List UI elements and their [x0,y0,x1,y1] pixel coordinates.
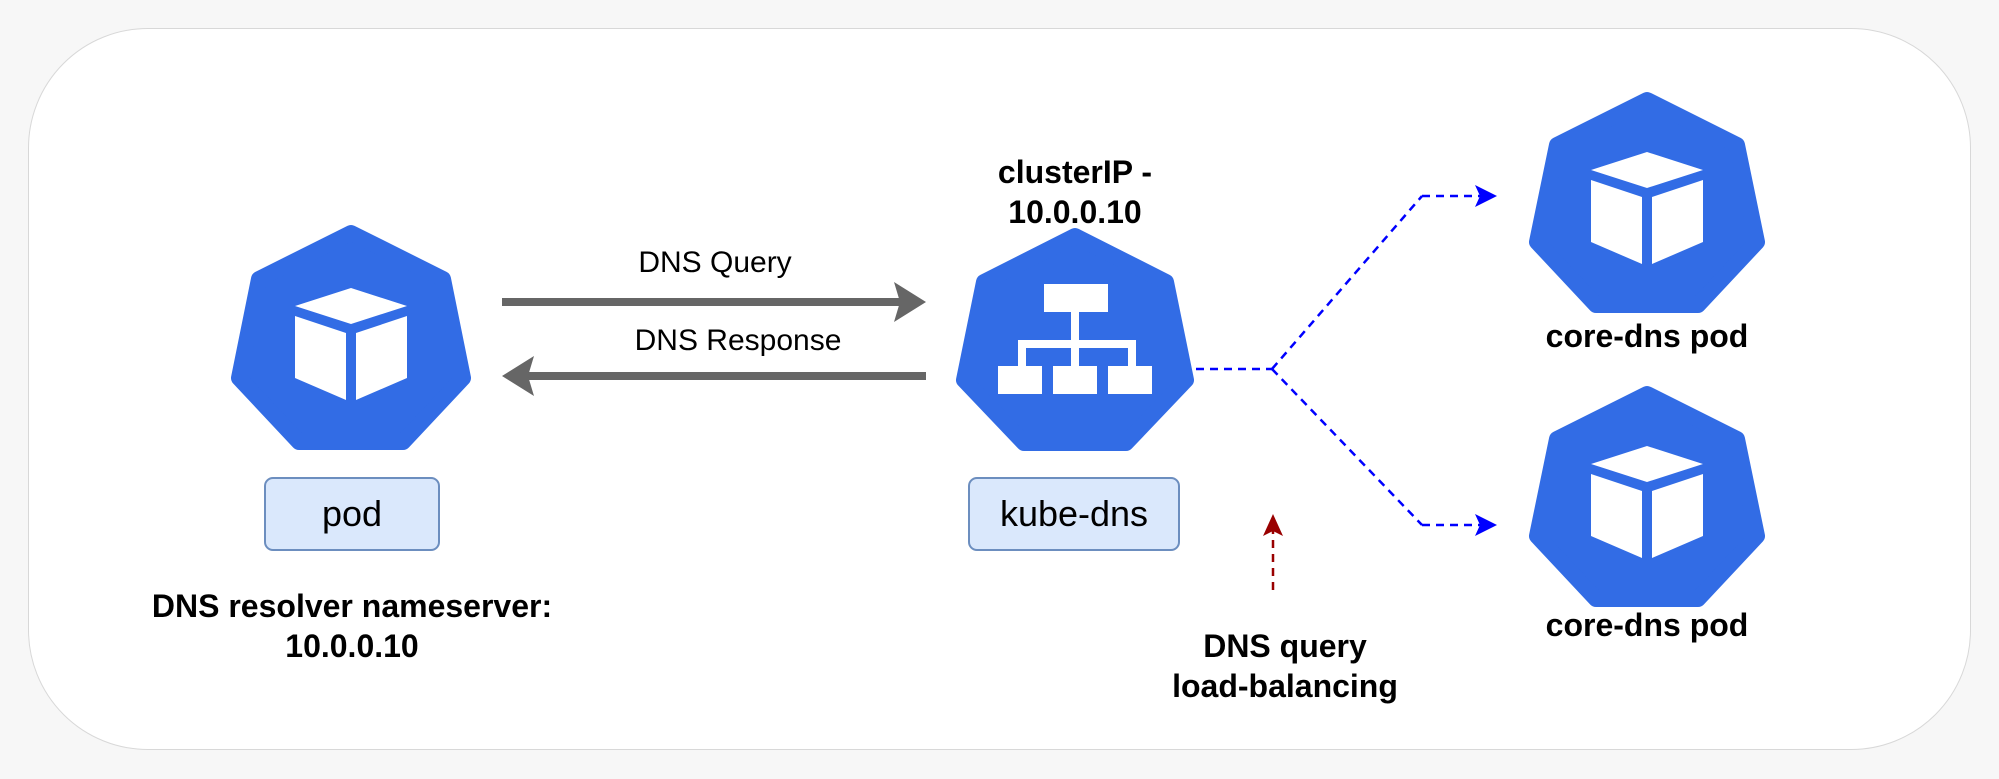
coredns-label-top: core-dns pod [1545,318,1749,354]
pod-label: pod [264,477,440,551]
service-label: kube-dns [968,477,1180,551]
pod-caption-line2: 10.0.0.10 [285,628,419,664]
lb-arrowhead-bottom [1475,514,1497,536]
service-title-line1: clusterIP - [997,154,1153,190]
dns-query-arrowhead [894,282,926,322]
load-balancing-line1: DNS query [1203,628,1367,664]
lb-arrowhead-top [1475,185,1497,207]
service-label-text: kube-dns [999,493,1149,534]
pod-label-text: pod [321,493,383,534]
load-balancing-caption: DNS query load-balancing [1135,626,1435,706]
service-icon [956,228,1194,451]
coredns-pod-icon-top [1529,92,1765,313]
dns-response-arrowhead [502,356,534,396]
dns-query-label: DNS Query [638,246,792,279]
pod-caption-line1: DNS resolver nameserver: [151,588,553,624]
service-cluster-ip: clusterIP - 10.0.0.10 [925,152,1225,232]
dns-response-label: DNS Response [634,324,842,357]
service-title-line2: 10.0.0.10 [1008,194,1142,230]
pod-icon [231,225,471,450]
load-balancing-lines [1196,194,1482,527]
load-balancing-pointer-head [1263,514,1283,536]
load-balancing-line2: load-balancing [1172,668,1398,704]
pod-caption: DNS resolver nameserver: 10.0.0.10 [102,586,602,666]
coredns-pod-icon-bottom [1529,386,1765,607]
coredns-label-bottom: core-dns pod [1545,607,1749,643]
